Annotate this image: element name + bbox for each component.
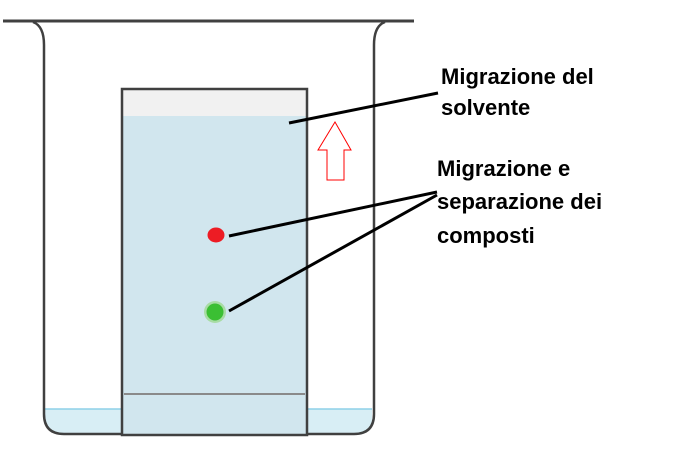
label-solvent-line1: Migrazione del <box>441 64 594 89</box>
label-solvent-line2: solvente <box>441 95 530 120</box>
plate-dry-region <box>123 90 306 116</box>
label-compounds-line1: Migrazione e <box>437 156 570 181</box>
leader-line-green <box>228 193 438 313</box>
label-compounds-line2: separazione dei <box>437 189 602 214</box>
arrow-up-icon <box>317 121 352 181</box>
plate-border <box>120 87 309 437</box>
leader-line-red <box>228 190 438 238</box>
leader-line-solvent <box>288 91 439 125</box>
red-spot <box>207 227 225 243</box>
label-compounds-line3: composti <box>437 223 535 248</box>
green-spot <box>206 303 224 321</box>
tlc-plate <box>122 89 307 435</box>
